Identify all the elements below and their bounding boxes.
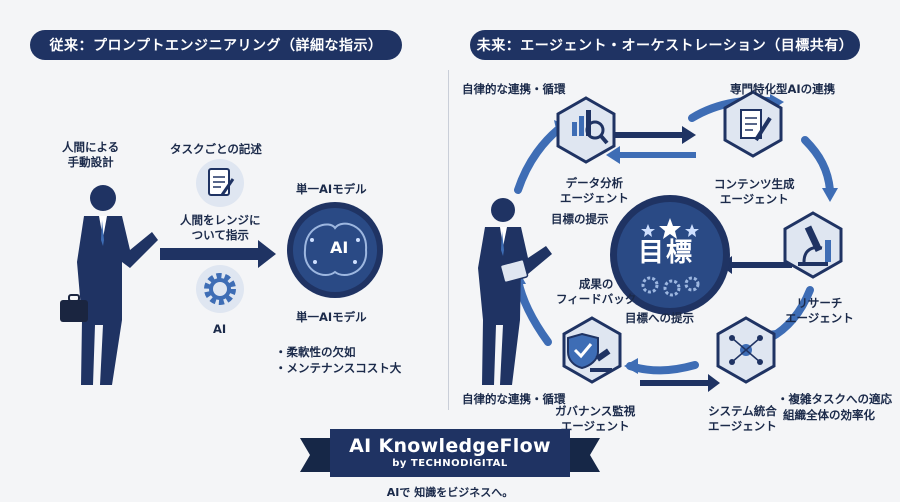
banner-title: AI KnowledgeFlow — [349, 435, 551, 457]
human-design-label: 人間による 手動設計 — [62, 140, 120, 169]
cons-item: ・メンテナンスコスト大 — [275, 361, 402, 375]
specialized-ai-label: 専門特化型AIの連携 — [730, 82, 836, 96]
right-header: 未来：エージェント・オーケストレーション（目標共有） — [470, 30, 860, 60]
auto-cycle-bottom-label: 自律的な連携・循環 — [462, 392, 566, 406]
microscope-icon — [798, 225, 831, 266]
right-graphics — [478, 90, 843, 392]
benefit-item: 組織全体の効率化 — [783, 408, 875, 422]
goal-caption: 目標への提示 — [625, 311, 694, 325]
businessman-left-figure — [60, 185, 158, 385]
banner-ribbon — [300, 438, 600, 472]
left-header: 従来：プロンプトエンジニアリング（詳細な指示） — [30, 30, 402, 60]
network-gears-icon — [729, 335, 763, 365]
left-graphics — [60, 159, 383, 385]
goal-present-label: 目標の提示 — [551, 212, 609, 226]
task-description-label: タスクごとの記述 — [170, 142, 262, 156]
inner-arrows — [606, 126, 792, 392]
section-divider — [448, 70, 449, 410]
agent-content-label: コンテンツ生成 エージェント — [714, 177, 795, 206]
auto-cycle-top-label: 自律的な連携・循環 — [462, 82, 566, 96]
agent-research-label: リサーチ エージェント — [785, 296, 854, 325]
banner: AI KnowledgeFlow by TECHNODIGITAL — [330, 429, 570, 477]
single-ai-top-label: 単一AIモデル — [296, 182, 367, 196]
instruction-label: 人間をレンジに ついて指示 — [180, 213, 261, 242]
banner-tagline: AIで 知識をビジネスへ。 — [386, 486, 514, 499]
goal-text: 目標 — [638, 238, 695, 268]
shield-gavel-icon — [567, 332, 612, 372]
document-icon — [196, 159, 244, 207]
agent-governance-label: ガバナンス監視 エージェント — [555, 404, 636, 433]
agent-system-label: システム統合 エージェント — [708, 404, 777, 433]
benefit-item: ・複雑タスクへの適応 — [777, 392, 892, 406]
feedback-label: 成果の フィードバック — [556, 277, 637, 306]
cons-item: ・柔軟性の欠如 — [275, 345, 356, 359]
chart-magnifier-icon — [572, 110, 609, 145]
ai-label: AI — [213, 322, 227, 336]
banner-subtitle: by TECHNODIGITAL — [392, 458, 508, 469]
single-ai-bottom-label: 単一AIモデル — [296, 310, 367, 324]
businessman-right-figure — [478, 198, 552, 385]
instruction-arrow — [160, 240, 276, 268]
goal-target — [610, 195, 730, 315]
ai-brain-icon — [287, 202, 383, 298]
gear-icon — [196, 265, 244, 313]
agent-data-label: データ分析 エージェント — [560, 176, 629, 205]
ai-brain-text: AI — [330, 238, 349, 257]
document-pen-icon — [740, 109, 772, 142]
